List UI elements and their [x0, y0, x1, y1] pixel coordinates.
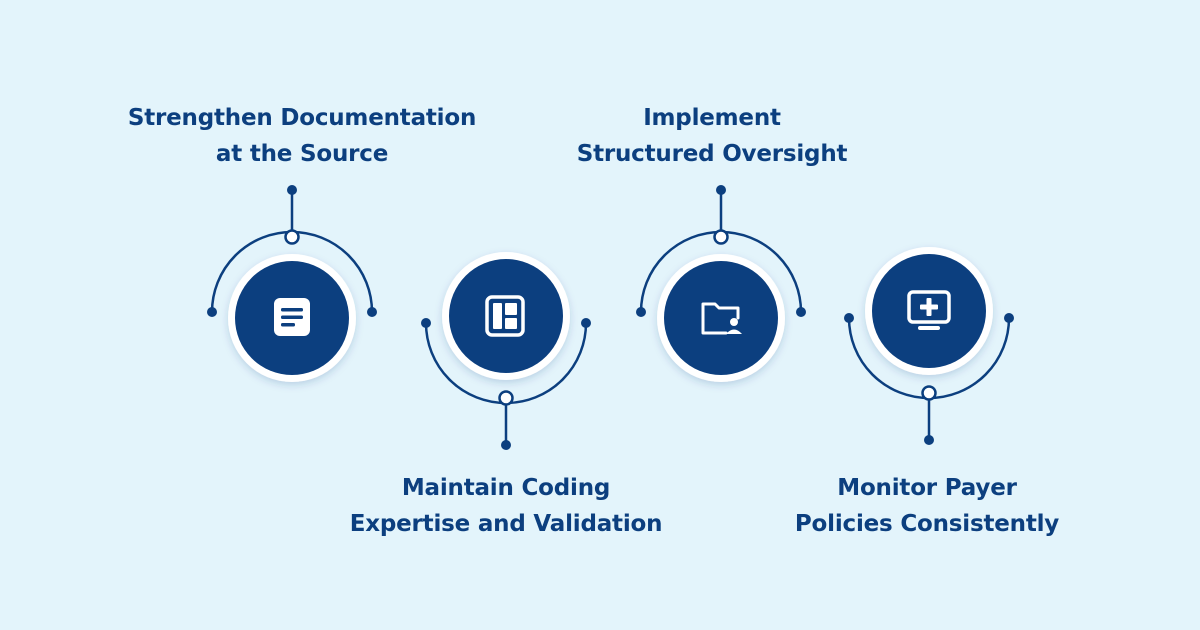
step-2-connector-dot	[501, 440, 511, 450]
step-1-arc-end-dot-right	[367, 307, 377, 317]
layout-grid-icon	[485, 295, 525, 337]
step-2-label-line-2: Expertise and Validation	[349, 511, 663, 537]
folder-user-icon	[701, 302, 742, 335]
step-4-label-line-1: Monitor Payer	[837, 475, 1017, 501]
step-4-node	[844, 247, 1014, 445]
step-4-label-line-2: Policies Consistently	[794, 511, 1060, 537]
step-3-arc-end-dot-left	[636, 307, 646, 317]
step-3-inner-circle	[664, 261, 778, 375]
step-3-label: Implement Structured Oversight	[492, 100, 932, 172]
step-1-connector-dot	[287, 185, 297, 195]
step-3-arc-end-dot-right	[796, 307, 806, 317]
step-3-label-line-2: Structured Oversight	[576, 141, 848, 167]
step-4-arc-end-dot-left	[844, 313, 854, 323]
step-2-node	[421, 252, 591, 450]
step-2-label: Maintain Coding Expertise and Validation	[286, 470, 726, 542]
step-2-arc-end-dot-left	[421, 318, 431, 328]
step-1-label-line-1: Strengthen Documentation	[127, 105, 477, 131]
step-1-label: Strengthen Documentation at the Source	[82, 100, 522, 172]
step-4-connector-dot	[924, 435, 934, 445]
step-1-label-line-2: at the Source	[215, 141, 389, 167]
step-3-junction-ring	[713, 229, 729, 245]
step-1-junction-ring	[284, 229, 300, 245]
step-4-label: Monitor Payer Policies Consistently	[707, 470, 1147, 542]
step-1-arc-end-dot-left	[207, 307, 217, 317]
step-2-arc-end-dot-right	[581, 318, 591, 328]
monitor-plus-icon	[907, 290, 951, 330]
step-2-inner-circle	[449, 259, 563, 373]
step-3-label-line-1: Implement	[643, 105, 781, 131]
step-4-arc-end-dot-right	[1004, 313, 1014, 323]
step-2-junction-ring	[498, 390, 514, 406]
step-1-node	[207, 185, 377, 382]
step-2-label-line-1: Maintain Coding	[401, 475, 611, 501]
step-3-connector-dot	[716, 185, 726, 195]
step-3-node	[636, 185, 806, 382]
document-icon	[274, 298, 310, 336]
step-4-junction-ring	[921, 385, 937, 401]
